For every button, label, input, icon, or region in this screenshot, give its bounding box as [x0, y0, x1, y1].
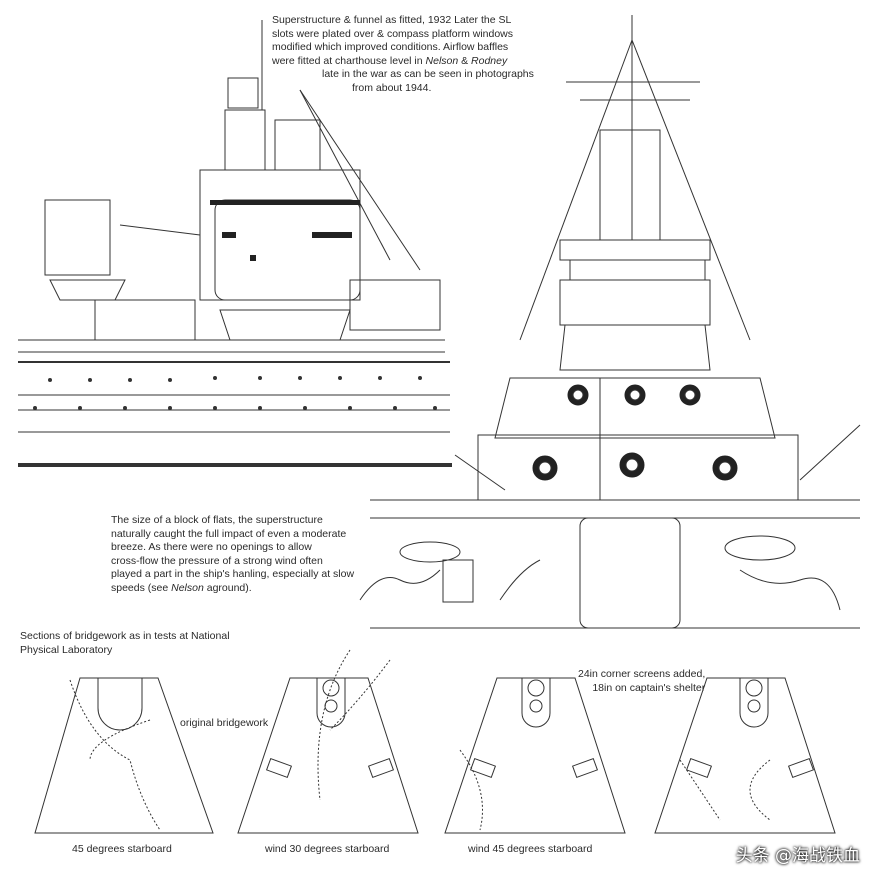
caption-line: from about 1944.	[352, 81, 432, 94]
front-view	[370, 15, 861, 501]
sections-caption: Sections of bridgework as in tests at Na…	[20, 630, 230, 657]
caption-line: 18in on captain's shelter	[592, 681, 706, 694]
ship-name: Nelson	[171, 581, 204, 594]
bridge-section-2	[237, 649, 419, 834]
caption-text: aground).	[203, 581, 252, 594]
panel-1-label: 45 degrees starboard	[72, 843, 172, 855]
caption-line: late in the war as can be seen in photog…	[322, 68, 534, 80]
caption-line: were fitted at charthouse level in Nelso…	[272, 55, 534, 69]
caption-text: &	[458, 54, 472, 67]
caption-line: 24in corner screens added,	[578, 668, 706, 680]
caption-line: played a part in the ship's hanling, esp…	[111, 568, 355, 580]
ship-name: Nelson	[425, 54, 459, 67]
corner-screens-label: 24in corner screens added, 18in on capta…	[578, 668, 705, 695]
panel-2-label: wind 30 degrees starboard	[265, 843, 390, 855]
original-bridgework-label: original bridgework	[180, 717, 269, 729]
caption-line: slots were plated over & compass platfor…	[272, 27, 514, 40]
caption-line: cross-flow the pressure of a strong wind…	[111, 554, 323, 567]
block-of-flats-caption: The size of a block of flats, the supers…	[111, 514, 354, 595]
bridge-section-1	[34, 677, 214, 834]
superstructure-caption: Superstructure & funnel as fitted, 1932 …	[272, 14, 534, 95]
caption-text: speeds (see	[111, 581, 172, 594]
caption-line: speeds (see Nelson aground).	[111, 582, 354, 596]
ship-name: Rodney	[471, 54, 508, 67]
bridge-section-3	[444, 677, 626, 834]
caption-line: breeze. As there were no openings to all…	[111, 541, 312, 553]
caption-line: modified which improved conditions. Airf…	[272, 41, 509, 53]
bridge-section-4	[654, 677, 836, 834]
caption-line: naturally caught the full impact of even…	[111, 527, 347, 540]
side-view-superstructure	[18, 20, 452, 467]
caption-line: The size of a block of flats, the supers…	[111, 514, 323, 526]
panel-3-label: wind 45 degrees starboard	[468, 843, 593, 855]
watermark: 头条 @海战铁血	[735, 846, 860, 866]
caption-line: Sections of bridgework as in tests at Na…	[20, 630, 230, 642]
wind-detail-strip	[359, 517, 860, 629]
caption-line: Superstructure & funnel as fitted, 1932 …	[272, 14, 512, 26]
caption-line: Physical Laboratory	[20, 643, 113, 656]
caption-text: were fitted at charthouse level in	[272, 54, 426, 67]
